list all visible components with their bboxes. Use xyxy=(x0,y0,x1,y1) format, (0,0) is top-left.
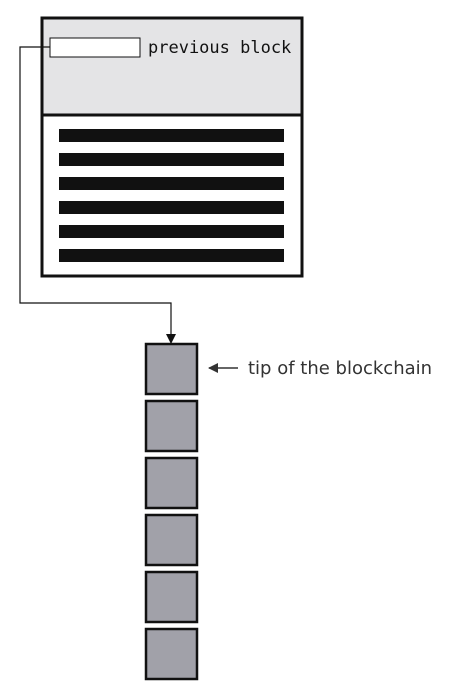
transaction-line xyxy=(59,249,284,262)
transaction-lines xyxy=(59,129,284,262)
transaction-line xyxy=(59,177,284,190)
transaction-line xyxy=(59,201,284,214)
transaction-line xyxy=(59,153,284,166)
transaction-line xyxy=(59,225,284,238)
chain-block xyxy=(144,399,199,453)
chain-block xyxy=(144,570,199,624)
chain-block xyxy=(144,627,199,681)
expanded-block: previous block xyxy=(40,16,304,278)
previous-block-label: previous block xyxy=(148,38,291,58)
chain-block xyxy=(144,513,199,567)
tip-of-blockchain-label: tip of the blockchain xyxy=(248,358,432,379)
transaction-line xyxy=(59,129,284,142)
block-header xyxy=(40,16,304,117)
chain-block-tip xyxy=(144,342,199,396)
previous-block-pointer-arrow xyxy=(19,46,176,344)
previous-block-hash-field xyxy=(49,37,141,58)
chain-block xyxy=(144,456,199,510)
blockchain-stack xyxy=(144,342,199,681)
